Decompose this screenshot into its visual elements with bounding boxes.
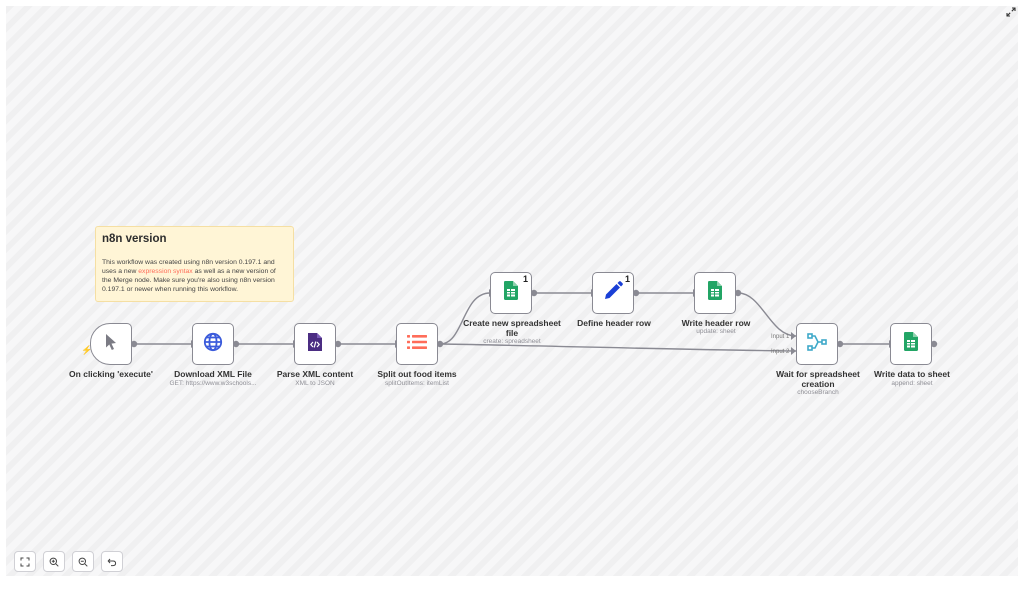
input-2-label: Input 2 xyxy=(771,349,790,355)
trigger-bolt-icon: ⚡ xyxy=(81,345,93,355)
zoom-in-button[interactable] xyxy=(43,551,65,572)
node-download-xml-file[interactable] xyxy=(192,323,234,365)
workflow-canvas[interactable]: ⚡ n8n version This workflow was created … xyxy=(6,6,1018,576)
sticky-note-text: This workflow was created using n8n vers… xyxy=(102,259,275,275)
list-icon xyxy=(407,334,427,355)
edge-split-create xyxy=(439,292,491,345)
execution-count: 1 xyxy=(624,274,630,284)
node-label-create-sheet: Create new spreadsheet file xyxy=(463,318,561,338)
node-label-write-data: Write data to sheet xyxy=(874,369,950,379)
cursor-icon xyxy=(103,333,119,356)
node-split-out-food-items[interactable] xyxy=(396,323,438,365)
node-on-clicking-execute[interactable] xyxy=(90,323,132,365)
merge-icon xyxy=(807,332,827,357)
zoom-to-fit-button[interactable] xyxy=(14,551,36,572)
node-subtitle-create-sheet: create: spreadsheet xyxy=(483,338,541,345)
node-label-download: Download XML File xyxy=(174,369,252,379)
sticky-note-body: This workflow was created using n8n vers… xyxy=(102,258,287,294)
edge-write-header-wait xyxy=(737,292,797,337)
node-write-data-to-sheet[interactable] xyxy=(890,323,932,365)
google-sheets-icon xyxy=(504,281,518,305)
pencil-icon xyxy=(603,280,623,306)
sticky-note-text-2: as well as a new version of the Merge no… xyxy=(102,268,276,293)
node-subtitle-download: GET: https://www.w3schools... xyxy=(169,380,257,387)
node-subtitle-parse: XML to JSON xyxy=(295,380,335,387)
sticky-note[interactable]: n8n version This workflow was created us… xyxy=(95,226,294,302)
sticky-note-title: n8n version xyxy=(102,233,167,245)
zoom-out-button[interactable] xyxy=(72,551,94,572)
input-1-label: Input 1 xyxy=(771,334,790,340)
google-sheets-icon xyxy=(904,332,918,356)
node-subtitle-write-data: append: sheet xyxy=(891,380,933,387)
execution-count: 1 xyxy=(522,274,528,284)
node-write-header-row[interactable] xyxy=(694,272,736,314)
node-wait-for-spreadsheet-creation[interactable] xyxy=(796,323,838,365)
node-subtitle-split: splitOutItems: itemList xyxy=(385,380,449,387)
zoom-out-icon xyxy=(78,557,88,567)
google-sheets-icon xyxy=(708,281,722,305)
node-label-trigger: On clicking 'execute' xyxy=(69,369,153,379)
node-label-parse: Parse XML content xyxy=(276,369,354,379)
node-parse-xml-content[interactable] xyxy=(294,323,336,365)
zoom-in-icon xyxy=(49,557,59,567)
zoom-to-fit-icon xyxy=(20,557,30,566)
code-file-icon xyxy=(307,332,323,357)
node-subtitle-write-header: update: sheet xyxy=(696,328,736,335)
reset-zoom-button[interactable] xyxy=(101,551,123,572)
node-label-define-header: Define header row xyxy=(577,318,651,328)
node-label-split: Split out food items xyxy=(377,369,457,379)
expand-icon[interactable] xyxy=(1006,7,1016,17)
node-define-header-row[interactable]: 1 xyxy=(592,272,634,314)
node-label-write-header: Write header row xyxy=(681,318,751,328)
node-create-new-spreadsheet-file[interactable]: 1 xyxy=(490,272,532,314)
node-label-wait: Wait for spreadsheet creation xyxy=(776,369,860,389)
edge-split-wait xyxy=(439,343,797,352)
globe-icon xyxy=(203,332,223,357)
expression-syntax-link[interactable]: expression syntax xyxy=(138,268,193,275)
undo-icon xyxy=(107,558,117,566)
node-subtitle-wait: chooseBranch xyxy=(797,389,839,396)
